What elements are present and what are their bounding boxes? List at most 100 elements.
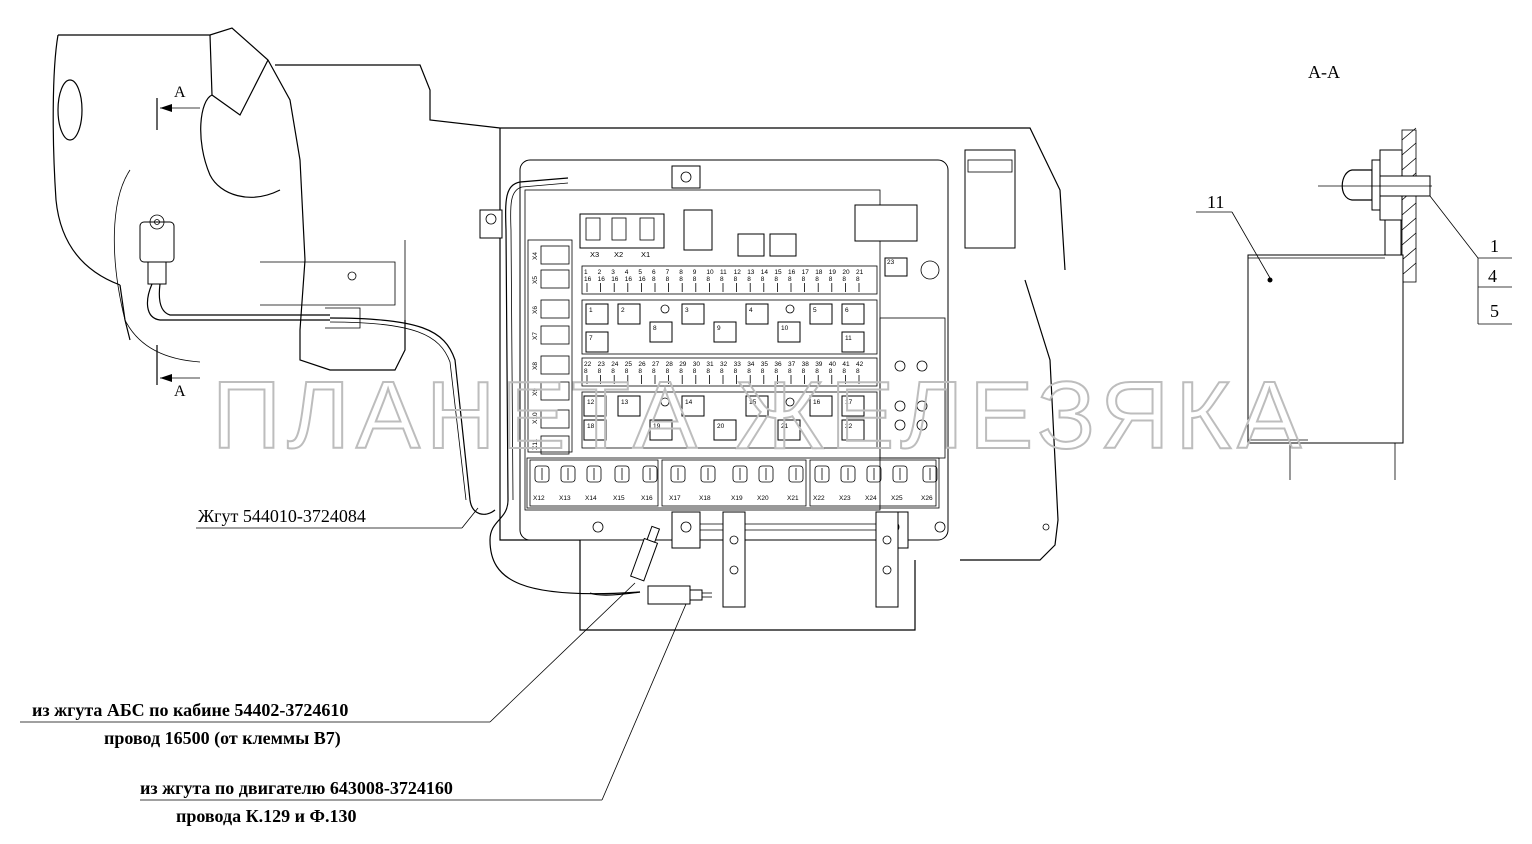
relay-label: 19 — [653, 423, 661, 430]
fuse-number: 10 — [706, 269, 714, 276]
fuse-rating: 8 — [666, 276, 670, 283]
fuse-number: 3 — [611, 269, 615, 276]
fuse-number: 32 — [720, 361, 728, 368]
side-connector — [540, 355, 570, 375]
connector-label: X11 — [532, 439, 539, 450]
section-arrow-label-bottom: А — [174, 383, 186, 400]
relay — [585, 331, 609, 353]
fuse-number: 41 — [842, 361, 850, 368]
fuse-number: 42 — [856, 361, 864, 368]
fuse-rating: 8 — [815, 368, 819, 375]
fuse-rating: 8 — [774, 276, 778, 283]
relay — [713, 321, 737, 343]
fuse-number: 23 — [598, 361, 606, 368]
fuse-rating: 8 — [720, 368, 724, 375]
fuse-rating: 8 — [774, 368, 778, 375]
relay-label: 23 — [887, 259, 895, 266]
connector-label: X17 — [669, 495, 681, 502]
fuse-rating: 8 — [734, 276, 738, 283]
relay — [713, 419, 737, 441]
fuse-rating: 8 — [815, 276, 819, 283]
fuse-number: 36 — [774, 361, 782, 368]
connector-label: X7 — [532, 332, 539, 340]
relay — [777, 419, 801, 441]
relay-label: 13 — [621, 399, 629, 406]
relay-label: 6 — [845, 307, 849, 314]
connector-label: X25 — [891, 495, 903, 502]
relay — [745, 303, 769, 325]
fuse-rating: 8 — [788, 368, 792, 375]
section-arrow-label-top: А — [174, 84, 186, 101]
fuse-number: 22 — [584, 361, 592, 368]
fuse-rating: 8 — [842, 368, 846, 375]
relay-label: 17 — [845, 399, 853, 406]
fuse-rating: 8 — [693, 368, 697, 375]
relay — [681, 303, 705, 325]
connector-label: X23 — [839, 495, 851, 502]
fuse-number: 15 — [774, 269, 782, 276]
relay — [809, 303, 833, 325]
harness-cable — [329, 317, 496, 515]
fuse-number: 12 — [734, 269, 742, 276]
connector-label: X10 — [532, 412, 539, 424]
fuse-number: 30 — [693, 361, 701, 368]
fuse-rating: 8 — [788, 276, 792, 283]
fuse-rating: 8 — [679, 368, 683, 375]
connector-label: X26 — [921, 495, 933, 502]
relay — [745, 395, 769, 417]
relay-label: 22 — [845, 423, 853, 430]
fuse-rating: 8 — [652, 276, 656, 283]
relay — [585, 303, 609, 325]
fuse-rating: 16 — [638, 276, 646, 283]
connector-label: X9 — [532, 388, 539, 396]
callout-abs-line1: из жгута АБС по кабине 54402-3724610 — [32, 700, 348, 720]
fuse-number: 35 — [761, 361, 769, 368]
fuse-rating: 8 — [802, 368, 806, 375]
relay — [583, 419, 607, 441]
relay — [649, 321, 673, 343]
connector-label: X13 — [559, 495, 571, 502]
connector-label: X19 — [731, 495, 743, 502]
connector-label: X6 — [532, 306, 539, 314]
fuse-number: 37 — [788, 361, 796, 368]
fuse-rating: 8 — [625, 368, 629, 375]
fuse-number: 21 — [856, 269, 864, 276]
bottom-connector — [814, 465, 830, 483]
fuse-row-top: 1162163164165166878889810811812813814815… — [581, 265, 878, 295]
fuse-number: 8 — [679, 269, 683, 276]
side-connector — [540, 409, 570, 429]
bottom-connector — [534, 465, 550, 483]
fuse-rating: 8 — [611, 368, 615, 375]
connector-label: X2 — [614, 250, 623, 259]
fuse-rating: 16 — [598, 276, 606, 283]
fuse-number: 19 — [829, 269, 837, 276]
relay — [809, 395, 833, 417]
fuse-number: 33 — [734, 361, 742, 368]
callout-engine-line1: из жгута по двигателю 643008-3724160 — [140, 778, 453, 798]
section-arrows: А А — [156, 84, 200, 400]
part-number-11: 11 — [1207, 192, 1224, 212]
fuse-rating: 8 — [652, 368, 656, 375]
relay — [841, 331, 865, 353]
relay-label: 5 — [813, 307, 817, 314]
part-number-1: 1 — [1490, 236, 1499, 256]
relay-label: 12 — [587, 399, 595, 406]
bottom-connector — [614, 465, 630, 483]
fuse-number: 1 — [584, 269, 588, 276]
bottom-connector — [758, 465, 774, 483]
connector-label: X16 — [641, 495, 653, 502]
fuse-number: 11 — [720, 269, 727, 276]
relay-label: 1 — [589, 307, 593, 314]
bottom-connector — [840, 465, 856, 483]
relay-label: 8 — [653, 325, 657, 332]
relay — [841, 419, 865, 441]
connector-label: X18 — [699, 495, 711, 502]
callout-harness: Жгут 544010-3724084 — [198, 506, 366, 526]
fuse-rating: 8 — [829, 276, 833, 283]
bottom-connector — [700, 465, 716, 483]
bottom-connector — [586, 465, 602, 483]
relay — [649, 419, 673, 441]
fuse-rating: 8 — [584, 368, 588, 375]
fuse-number: 7 — [666, 269, 670, 276]
